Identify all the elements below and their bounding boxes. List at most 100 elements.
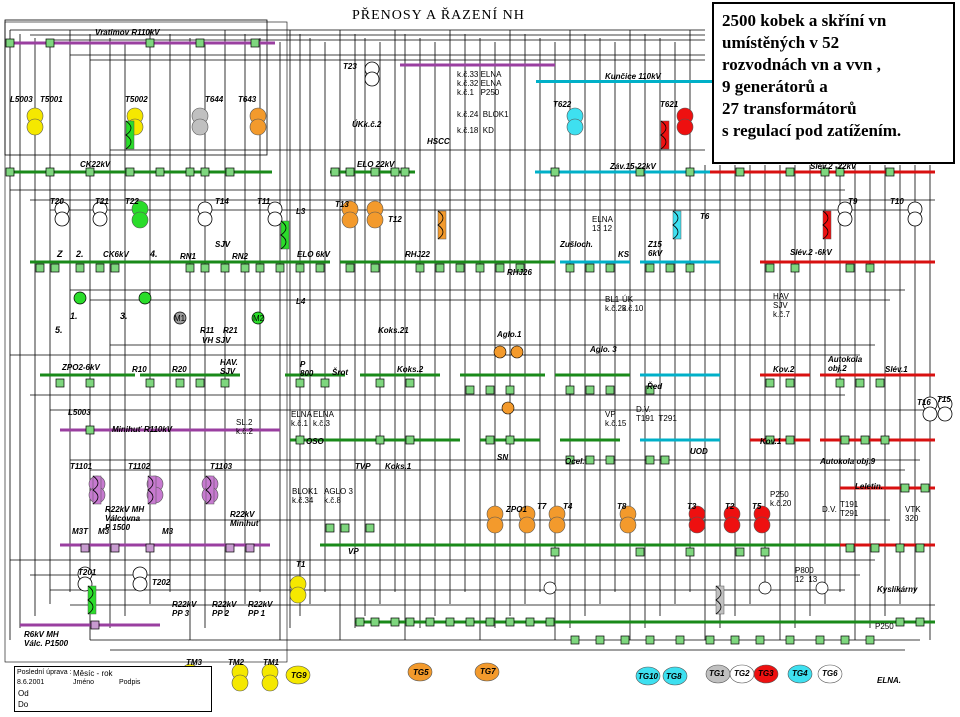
switch-box (595, 635, 605, 645)
label-r20: R20 (172, 365, 187, 374)
label-zav15: Záv.15-22kV (610, 162, 656, 171)
label-t5: T5 (752, 502, 762, 511)
reactor-icon (715, 585, 725, 615)
switch-box (85, 167, 95, 177)
winding-circle (92, 211, 108, 227)
label-koks21: Koks.21 (378, 326, 409, 335)
switch-box (5, 38, 15, 48)
label-l5003-mid: L5003 (68, 408, 91, 417)
label-elna-kc1: ELNA k.č.1 (291, 410, 312, 428)
label-kyslikarny: Kyslíkárny (877, 585, 918, 594)
switch-box (35, 263, 45, 273)
transformer-t5 (753, 505, 771, 534)
label-t5002: T5002 (125, 95, 148, 104)
winding-circle (261, 674, 279, 692)
winding-circle (566, 118, 584, 136)
motor-icon (815, 581, 829, 595)
winding-circle (341, 211, 359, 229)
label-kc32: k.č.32 ELNA (457, 79, 502, 88)
label-tg6: TG6 (822, 669, 838, 678)
transformer-t5001 (26, 107, 44, 136)
legend-last-update: Poslední úprava : (17, 669, 72, 676)
switch-box (765, 263, 775, 273)
winding-circle (364, 71, 380, 87)
switch-box (730, 635, 740, 645)
generator-tg3 (753, 664, 779, 684)
reactor-icon (92, 475, 102, 505)
label-r11: R11 (200, 326, 215, 335)
label-r22-minihut: R22kV Minihuť (230, 510, 260, 528)
reactor-coil (437, 210, 444, 240)
generator-tg5 (407, 662, 433, 682)
switch-box (315, 263, 325, 273)
winding-circle (753, 516, 771, 534)
label-t1: T1 (296, 560, 306, 569)
label-srot: Šrot (332, 368, 348, 377)
switch-box (915, 543, 925, 553)
winding-circle (676, 118, 694, 136)
label-p250-20: P250 k.č.20 (770, 490, 792, 508)
label-tg4: TG4 (792, 669, 808, 678)
generator-body (817, 664, 843, 684)
switch-box (175, 378, 185, 388)
switch-box (915, 617, 925, 627)
label-l3: L3 (296, 207, 306, 216)
generator-body (662, 666, 688, 686)
switch-box (605, 455, 615, 465)
switch-box (145, 38, 155, 48)
label-minihut110: Minihuť R110kV (112, 425, 173, 434)
switch-box (295, 263, 305, 273)
winding-circle (548, 516, 566, 534)
switch-box (545, 617, 555, 627)
generator-tg4 (787, 664, 813, 684)
label-t20: T20 (50, 197, 64, 206)
label-autokola2: Autokola obj.2 (828, 355, 863, 373)
switch-box (85, 425, 95, 435)
switch-box (435, 263, 445, 273)
legend-month-year: Měsíc - rok (73, 669, 113, 678)
switch-box (390, 617, 400, 627)
transformer-t202 (132, 566, 148, 592)
reactor-coil (280, 220, 287, 250)
switch-box (645, 635, 655, 645)
switch-box (605, 263, 615, 273)
label-vtk: VTK 320 (905, 505, 921, 523)
aglo-unit-1 (493, 345, 507, 359)
switch-box (405, 617, 415, 627)
switch-box (570, 635, 580, 645)
label-zpo26: ZPO2-6kV (62, 363, 100, 372)
label-oso: OSO (306, 437, 324, 446)
winding-circle (366, 211, 384, 229)
label-aglo3-8: AGLO 3 k.č.8 (324, 487, 353, 505)
switch-box (685, 167, 695, 177)
switch-box (605, 385, 615, 395)
label-bl1: BL1 k.č.23 (605, 295, 627, 313)
switch-box (85, 378, 95, 388)
transformer-t1 (289, 575, 307, 604)
transformer-t14 (197, 201, 213, 227)
switch-box (110, 263, 120, 273)
winding-circle (619, 516, 637, 534)
switch-box (735, 547, 745, 557)
switch-box (735, 167, 745, 177)
label-aglo3: Aglo. 3 (590, 345, 617, 354)
switch-box (370, 167, 380, 177)
switch-box (855, 378, 865, 388)
reactor-icon (660, 120, 670, 150)
transformer-zpo1 (486, 505, 504, 534)
motor-icon (543, 581, 557, 595)
label-tg9: TG9 (291, 671, 307, 680)
motor-circle (73, 291, 87, 305)
generator-body (635, 666, 661, 686)
reactor-coil (147, 475, 154, 505)
label-t4: T4 (563, 502, 573, 511)
switch-box (200, 263, 210, 273)
label-t14: T14 (215, 197, 229, 206)
label-t21: T21 (95, 197, 109, 206)
label-l4: L4 (296, 297, 306, 306)
switch-box (840, 435, 850, 445)
switch-box (895, 543, 905, 553)
generator-tg9 (285, 665, 311, 685)
label-koks1: Koks.1 (385, 462, 412, 471)
label-ck22kv: CK22kV (80, 160, 111, 169)
